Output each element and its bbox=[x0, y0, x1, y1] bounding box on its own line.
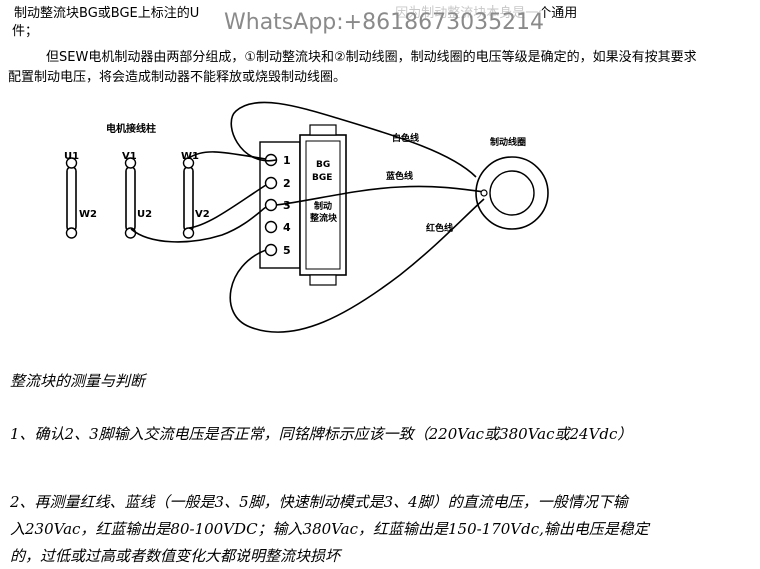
whatsapp-watermark: WhatsApp:+8618673035214 bbox=[212, 6, 544, 40]
wire-label-white: 白色线 bbox=[392, 132, 419, 144]
pin-label-3: 3 bbox=[283, 199, 291, 212]
terminal-title: 电机接线柱 bbox=[106, 122, 156, 135]
intro-line-2: 但SEW电机制动器由两部分组成，①制动整流块和②制动线圈，制动线圈的电压等级是确… bbox=[46, 50, 697, 65]
wire-w1-to-pin1 bbox=[188, 151, 267, 160]
rectifier-label-bg: BG bbox=[316, 160, 330, 170]
label-v1: V1 bbox=[122, 151, 137, 162]
label-v2: V2 bbox=[195, 209, 210, 220]
terminal-bar-w bbox=[183, 166, 194, 232]
intro-line-1-start: 制动整流块BG或BGE上标注的U bbox=[14, 6, 200, 21]
rectifier-inner bbox=[305, 140, 341, 270]
rectifier-label-zhidong: 制动 bbox=[314, 200, 332, 212]
step-2-text-line-3: 的，过低或过高或者数值变化大都说明整流块损坏 bbox=[10, 547, 341, 565]
wire-white bbox=[230, 101, 477, 178]
label-u1: U1 bbox=[64, 151, 79, 162]
rectifier-body bbox=[299, 134, 347, 276]
rectifier-label-bge: BGE bbox=[312, 173, 332, 183]
pin-label-2: 2 bbox=[283, 177, 291, 190]
pin-3 bbox=[264, 198, 278, 212]
step-2-text-line-1: 2、再测量红线、蓝线（一般是3、5脚，快速制动模式是3、4脚）的直流电压，一般情… bbox=[10, 493, 628, 511]
intro-line-1-cont: 件； bbox=[12, 24, 39, 39]
pin-2 bbox=[264, 176, 278, 190]
post-u1 bbox=[65, 157, 78, 169]
pin-label-1: 1 bbox=[283, 154, 291, 167]
terminal-bars bbox=[66, 166, 194, 232]
brake-coil-label: 制动线圈 bbox=[490, 136, 526, 148]
wire-label-red: 红色线 bbox=[426, 222, 453, 234]
wire-red bbox=[229, 198, 485, 333]
pin-4 bbox=[264, 220, 278, 234]
pin-label-5: 5 bbox=[283, 244, 291, 257]
rectifier-label-block: 整流块 bbox=[309, 212, 338, 224]
terminal-bar-v bbox=[125, 166, 136, 232]
post-v2 bbox=[182, 227, 195, 239]
wire-label-blue: 蓝色线 bbox=[386, 170, 413, 182]
wire-v2-to-pin2 bbox=[188, 184, 267, 229]
section-heading: 整流块的测量与判断 bbox=[10, 372, 146, 390]
label-u2: U2 bbox=[137, 209, 152, 220]
step-1-text: 1、确认2、3脚输入交流电压是否正常，同铭牌标示应该一致（220Vac或380V… bbox=[10, 425, 633, 443]
post-w2 bbox=[65, 227, 78, 239]
label-w2: W2 bbox=[79, 209, 97, 220]
rectifier-tab-top bbox=[309, 124, 337, 136]
post-w1 bbox=[182, 157, 195, 169]
terminal-bar-u bbox=[66, 166, 77, 232]
brake-coil-outer bbox=[475, 156, 549, 230]
post-v1 bbox=[124, 157, 137, 169]
intro-line-3: 配置制动电压，将会造成制动器不能释放或烧毁制动线圈。 bbox=[8, 70, 347, 85]
pin-label-4: 4 bbox=[283, 221, 291, 234]
rectifier-tab-bottom bbox=[309, 274, 337, 286]
wiring-diagram: 电机接线柱 U1 V1 W1 W2 U2 V2 BG BGE 制动 整流块 1 … bbox=[64, 101, 549, 333]
wire-blue bbox=[275, 185, 485, 206]
brake-coil-terminal bbox=[480, 189, 488, 197]
wires bbox=[130, 101, 485, 333]
post-u2 bbox=[124, 227, 137, 239]
brake-coil-inner bbox=[489, 170, 535, 216]
step-2-text-line-2: 入230Vac，红蓝输出是80-100VDC；输入380Vac，红蓝输出是150… bbox=[10, 520, 649, 538]
terminal-posts bbox=[65, 157, 195, 239]
pin-5 bbox=[264, 243, 278, 257]
wire-u2-to-pin3 bbox=[130, 206, 267, 243]
